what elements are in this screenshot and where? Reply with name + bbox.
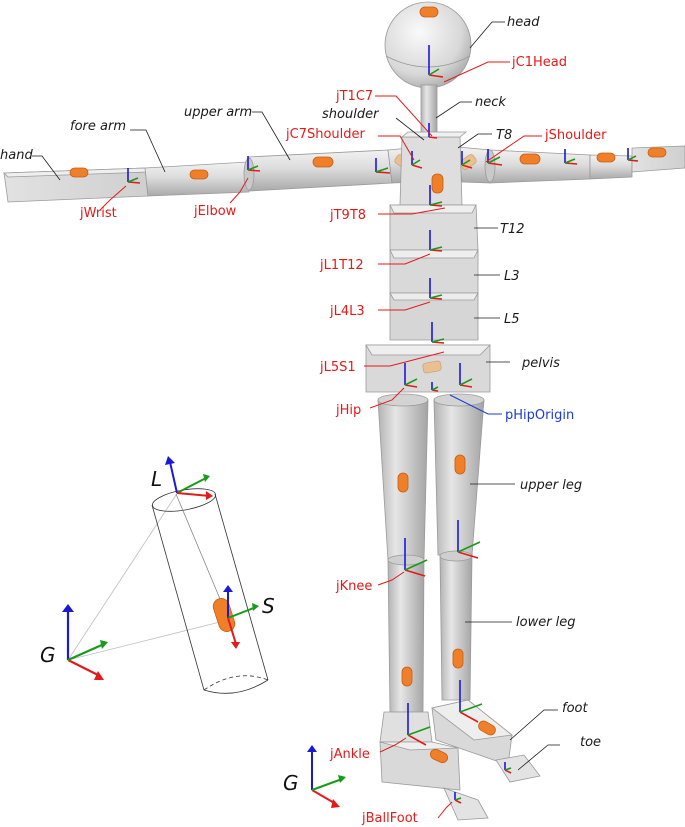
label-shoulder: shoulder	[322, 107, 380, 122]
right-forearm-sensor	[596, 152, 616, 163]
frame-global-inset	[62, 604, 108, 680]
frames-inset: G L S	[40, 456, 275, 694]
body-model	[3, 1, 685, 821]
head-sensor	[419, 6, 439, 18]
label-t12: T12	[500, 222, 524, 237]
joint-frames	[127, 45, 639, 804]
label-jl1t12: jL1T12	[319, 258, 364, 273]
t8-sensor	[431, 173, 444, 194]
t8-segment	[399, 136, 463, 206]
right-lowerleg-sensor	[452, 648, 464, 669]
right-arm	[457, 145, 685, 184]
label-jelbow: jElbow	[193, 204, 237, 219]
label-pelvis: pelvis	[521, 356, 560, 371]
segment-labels: head neck shoulder T8 T12 L3 L5 pelvis u…	[0, 15, 601, 750]
left-hand-sensor	[69, 167, 89, 178]
left-foot-sensor	[429, 748, 449, 764]
label-neck: neck	[475, 95, 506, 110]
label-frame-g-main: G	[283, 771, 299, 795]
left-upperarm-sensor	[312, 156, 334, 168]
label-jt1c7: jT1C7	[335, 89, 373, 104]
label-t8: T8	[496, 128, 512, 143]
label-jankle: jAnkle	[329, 747, 370, 762]
label-jc1head: jC1Head	[511, 55, 567, 70]
right-hand-sensor	[647, 147, 667, 158]
pelvis-sensor	[422, 360, 442, 374]
right-leg	[431, 393, 541, 783]
label-fore-arm: fore arm	[70, 119, 126, 134]
frame-sensor	[223, 585, 259, 649]
label-jc7shoulder: jC7Shoulder	[285, 127, 366, 142]
left-arm	[3, 146, 421, 203]
joint-labels: jC1Head jT1C7 jC7Shoulder jShoulder jT9T…	[79, 55, 607, 826]
label-hand: hand	[0, 148, 33, 163]
label-l5: L5	[504, 312, 520, 327]
label-l3: L3	[504, 269, 520, 284]
frame-segment	[165, 456, 213, 500]
label-head: head	[507, 15, 540, 30]
label-upper-leg: upper leg	[520, 478, 582, 493]
label-frame-g-inset: G	[40, 643, 56, 667]
right-upperarm-sensor	[519, 153, 541, 165]
label-jl4l3: jL4L3	[329, 304, 365, 319]
left-forearm-sensor	[189, 169, 209, 180]
label-jhip: jHip	[335, 403, 361, 418]
label-jl5s1: jL5S1	[319, 360, 356, 375]
label-frame-l: L	[151, 467, 162, 491]
label-upper-arm: upper arm	[184, 105, 252, 120]
right-upperleg-sensor	[454, 454, 466, 475]
frame-global-main	[307, 745, 346, 808]
label-jt9t8: jT9T8	[329, 208, 366, 223]
left-lowerleg-sensor	[401, 666, 413, 687]
head-segment	[384, 1, 472, 89]
label-jwrist: jWrist	[79, 206, 117, 221]
left-leg	[377, 393, 489, 821]
label-jballfoot: jBallFoot	[361, 811, 418, 826]
label-foot: foot	[562, 701, 588, 716]
segment-cylinder	[151, 488, 269, 694]
right-foot-sensor	[478, 720, 496, 736]
left-upperleg-sensor	[397, 472, 409, 493]
label-phiporigin: pHipOrigin	[505, 408, 574, 423]
label-jshoulder: jShoulder	[544, 128, 607, 143]
leader-lines	[32, 21, 560, 819]
label-frame-s: S	[262, 594, 275, 618]
label-lower-leg: lower leg	[516, 615, 576, 630]
label-toe: toe	[580, 735, 601, 750]
label-jknee: jKnee	[335, 579, 372, 594]
